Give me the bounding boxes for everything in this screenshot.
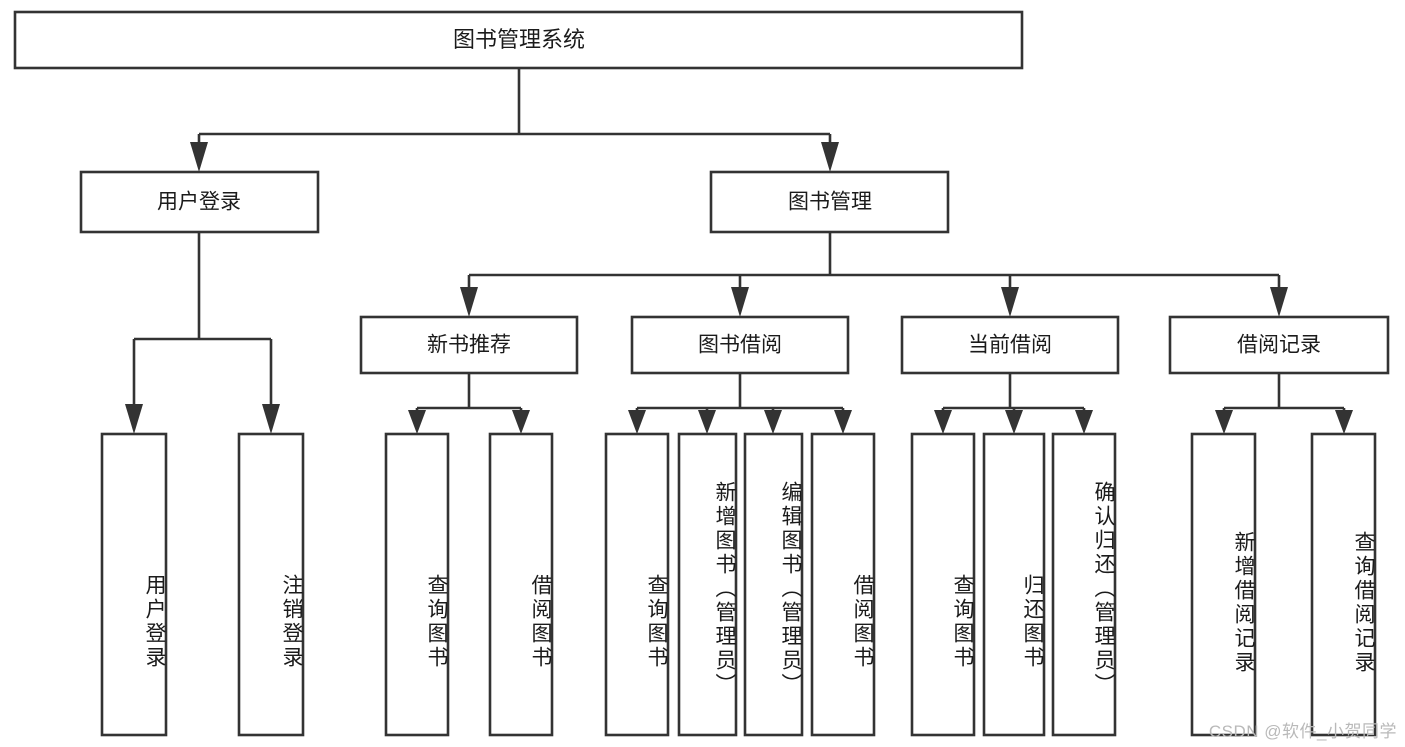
node-leaf-confirm-return-box[interactable] xyxy=(1051,432,1117,737)
connector-group-book-borrow xyxy=(628,373,852,434)
arrow-head-current-borrow xyxy=(1001,287,1019,317)
node-borrow-record-box[interactable] xyxy=(1168,315,1390,375)
arrow-head-leaf-borrow-book-2 xyxy=(834,410,852,434)
connector-group-borrow-record xyxy=(1215,373,1353,434)
node-leaf-borrow-book-1-box[interactable] xyxy=(488,432,554,737)
node-new-book-recommend[interactable]: 新书推荐 xyxy=(359,315,579,375)
node-leaf-query-book-3-box[interactable] xyxy=(910,432,976,737)
node-book-borrow-label: 图书借阅 xyxy=(698,334,782,357)
connector-group-book-management xyxy=(460,232,1288,317)
node-user-login-label: 用户登录 xyxy=(157,191,241,214)
watermark-text: CSDN @软件_小贺同学 xyxy=(1208,722,1397,741)
node-root-label: 图书管理系统 xyxy=(453,27,585,52)
arrow-head-leaf-query-book-3 xyxy=(934,410,952,434)
arrow-head-leaf-logout-login xyxy=(262,404,280,434)
node-new-book-recommend-box[interactable] xyxy=(359,315,579,375)
node-leaf-logout-login-box[interactable] xyxy=(237,432,305,737)
connector-group-root xyxy=(190,68,839,172)
arrow-head-new-book-recommend xyxy=(460,287,478,317)
node-user-login-box[interactable] xyxy=(79,170,320,234)
arrow-head-user-login xyxy=(190,142,208,172)
connector-group-current-borrow xyxy=(934,373,1093,434)
arrow-head-leaf-query-book-2 xyxy=(628,410,646,434)
arrow-head-leaf-add-record xyxy=(1215,410,1233,434)
node-leaf-query-book-1-box[interactable] xyxy=(384,432,450,737)
arrow-head-book-borrow xyxy=(731,287,749,317)
node-leaf-return-book-box[interactable] xyxy=(982,432,1046,737)
arrow-head-leaf-edit-book xyxy=(764,410,782,434)
arrow-head-leaf-confirm-return xyxy=(1075,410,1093,434)
node-book-management-label: 图书管理 xyxy=(788,191,872,214)
node-leaf-query-record-box[interactable] xyxy=(1310,432,1377,737)
arrow-head-leaf-add-book xyxy=(698,410,716,434)
node-current-borrow[interactable]: 当前借阅 xyxy=(900,315,1120,375)
arrow-head-book-management xyxy=(821,142,839,172)
node-user-login[interactable]: 用户登录 xyxy=(79,170,320,234)
arrow-head-borrow-record xyxy=(1270,287,1288,317)
node-leaf-add-book-box[interactable] xyxy=(677,432,738,737)
node-leaf-borrow-book-2-box[interactable] xyxy=(810,432,876,737)
node-leaf-user-login-box[interactable] xyxy=(100,432,168,737)
node-current-borrow-box[interactable] xyxy=(900,315,1120,375)
connector-group-user-login xyxy=(125,232,280,434)
node-leaf-query-book-2-box[interactable] xyxy=(604,432,670,737)
node-borrow-record[interactable]: 借阅记录 xyxy=(1168,315,1390,375)
node-root-box[interactable] xyxy=(13,10,1024,70)
node-root[interactable]: 图书管理系统 xyxy=(13,10,1024,70)
arrow-head-leaf-query-record xyxy=(1335,410,1353,434)
node-current-borrow-label: 当前借阅 xyxy=(968,334,1052,357)
arrow-head-leaf-return-book xyxy=(1005,410,1023,434)
node-leaf-add-record-box[interactable] xyxy=(1190,432,1257,737)
arrow-head-leaf-borrow-book-1 xyxy=(512,410,530,434)
node-book-management-box[interactable] xyxy=(709,170,950,234)
node-new-book-recommend-label: 新书推荐 xyxy=(427,334,511,357)
node-leaf-edit-book-box[interactable] xyxy=(743,432,804,737)
connector-group-new-book-recommend xyxy=(408,373,530,434)
node-borrow-record-label: 借阅记录 xyxy=(1237,334,1321,357)
node-book-borrow[interactable]: 图书借阅 xyxy=(630,315,850,375)
node-book-management[interactable]: 图书管理 xyxy=(709,170,950,234)
node-book-borrow-box[interactable] xyxy=(630,315,850,375)
arrow-head-leaf-query-book-1 xyxy=(408,410,426,434)
arrow-head-leaf-user-login xyxy=(125,404,143,434)
